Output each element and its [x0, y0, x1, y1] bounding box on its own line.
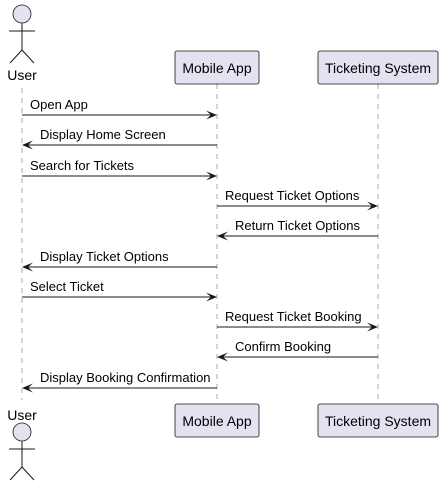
- message-label: Request Ticket Options: [225, 188, 360, 203]
- message-10: Display Booking Confirmation: [22, 370, 217, 393]
- actor-head-icon: [12, 422, 32, 442]
- participant-label-mobile-app-top: Mobile App: [182, 60, 251, 76]
- message-6: Display Ticket Options: [22, 249, 217, 272]
- actor-body-icon: [9, 441, 35, 481]
- message-9: Confirm Booking: [217, 339, 378, 362]
- actor-head-icon: [12, 4, 32, 24]
- actor-body-icon: [9, 23, 35, 64]
- actor-label-user-top: User: [7, 67, 37, 83]
- message-7: Select Ticket: [22, 279, 217, 302]
- message-8: Request Ticket Booking: [217, 309, 378, 332]
- arrowhead-icon: [22, 140, 33, 150]
- arrowhead-icon: [367, 322, 378, 332]
- participant-ticketing-system-top: Ticketing System: [317, 50, 439, 85]
- message-label: Search for Tickets: [30, 158, 135, 173]
- message-2: Display Home Screen: [22, 127, 217, 150]
- message-5: Return Ticket Options: [217, 218, 378, 241]
- message-3: Search for Tickets: [22, 158, 217, 181]
- arrowhead-icon: [206, 171, 217, 181]
- arrowhead-icon: [22, 383, 33, 393]
- actor-user-bottom: User: [7, 407, 37, 481]
- arrowhead-icon: [206, 292, 217, 302]
- message-label: Display Home Screen: [40, 127, 166, 142]
- participant-label-ticketing-system-top: Ticketing System: [325, 60, 431, 76]
- message-label: Display Ticket Options: [40, 249, 169, 264]
- actor-user-top: User: [7, 4, 37, 83]
- participant-label-ticketing-system-bottom: Ticketing System: [325, 413, 431, 429]
- arrowhead-icon: [217, 352, 228, 362]
- actor-label-user-bottom: User: [7, 407, 37, 423]
- participant-ticketing-system-bottom: Ticketing System: [317, 403, 439, 438]
- message-label: Return Ticket Options: [235, 218, 360, 233]
- message-label: Select Ticket: [30, 279, 104, 294]
- message-label: Display Booking Confirmation: [40, 370, 211, 385]
- message-label: Confirm Booking: [235, 339, 331, 354]
- arrowhead-icon: [206, 110, 217, 120]
- message-4: Request Ticket Options: [217, 188, 378, 211]
- arrowhead-icon: [367, 201, 378, 211]
- message-label: Request Ticket Booking: [225, 309, 362, 324]
- message-1: Open App: [22, 97, 217, 120]
- arrowhead-icon: [22, 262, 33, 272]
- participant-mobile-app-top: Mobile App: [174, 50, 260, 85]
- participant-mobile-app-bottom: Mobile App: [174, 403, 260, 438]
- participant-label-mobile-app-bottom: Mobile App: [182, 413, 251, 429]
- arrowhead-icon: [217, 231, 228, 241]
- message-label: Open App: [30, 97, 88, 112]
